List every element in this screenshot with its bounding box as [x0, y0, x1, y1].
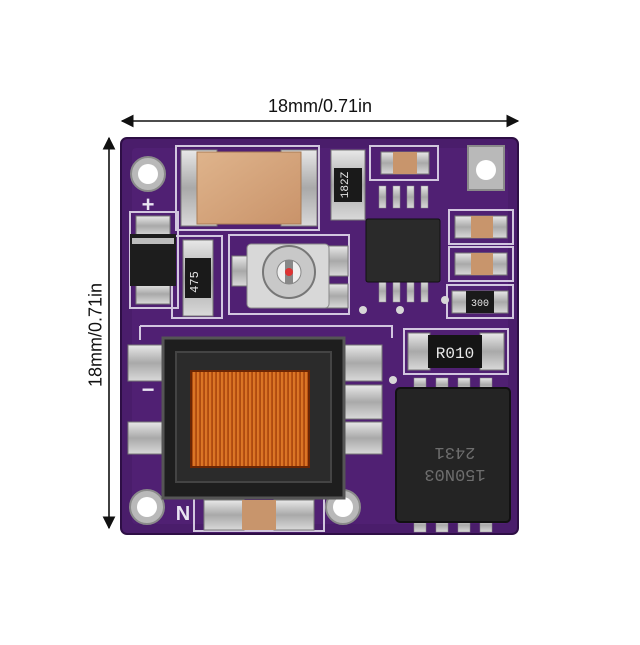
resistor-182z: 182Z [330, 149, 366, 221]
control-ic [365, 185, 441, 303]
small-capacitor-top [380, 151, 430, 175]
plus-mark: + [142, 192, 155, 217]
height-dimension-label: 18mm/0.71in [85, 282, 106, 388]
schottky-diode [130, 215, 176, 305]
trimmer-potentiometer [231, 243, 349, 309]
mosfet-label-line1: 150N03 [424, 464, 485, 483]
small-resistor-1 [454, 215, 508, 239]
shunt-resistor: R010 [407, 332, 505, 371]
bottom-capacitor [203, 499, 315, 531]
width-dimension-label: 18mm/0.71in [267, 96, 373, 116]
resistor-475: 475 [182, 239, 214, 317]
resistor-475-label: 475 [188, 271, 202, 293]
mounting-hole-bottom-left [129, 489, 165, 525]
mounting-hole-top-left [130, 156, 166, 192]
resistor-182z-label: 182Z [340, 171, 352, 198]
mounting-hole-top-right [467, 145, 505, 191]
ceramic-capacitor [180, 149, 318, 227]
minus-mark: − [142, 377, 155, 402]
resistor-300-label: 300 [471, 299, 489, 310]
flyback-transformer: − [127, 336, 383, 500]
resistor-300: 300 [451, 290, 509, 314]
mosfet-label-line2: 2431 [435, 442, 476, 461]
shunt-resistor-label: R010 [436, 345, 474, 363]
power-mosfet: 150N03 2431 [395, 377, 511, 533]
small-resistor-2 [454, 252, 508, 276]
n-mark: N [176, 503, 190, 525]
